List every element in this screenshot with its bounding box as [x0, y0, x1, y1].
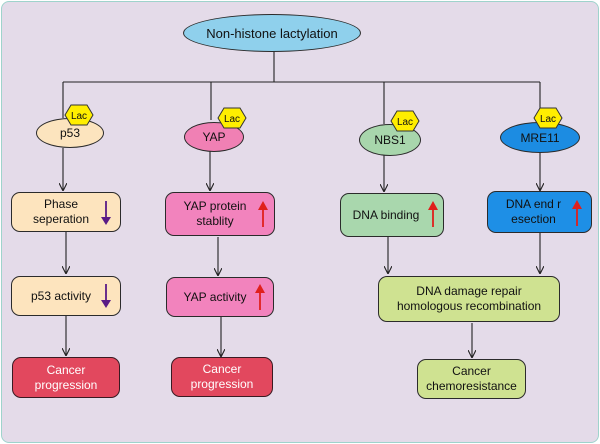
decrease-arrow-icon — [101, 201, 111, 225]
box-yap-stability-line2: stablity — [196, 214, 234, 228]
box-dna-end-resection-line2: esection — [511, 212, 556, 226]
box-cancer-progression-p53-line2: progression — [34, 377, 98, 392]
increase-arrow-icon — [572, 200, 582, 226]
box-dna-end-resection: DNA end r esection — [487, 191, 592, 233]
box-dna-binding: DNA binding — [340, 193, 444, 237]
increase-arrow-icon — [428, 201, 438, 227]
box-dna-damage-repair-line2: homologous recombination — [396, 299, 542, 313]
box-yap-stability: YAP protein stablity — [165, 192, 275, 236]
lac-badge-mre11-label: Lac — [540, 114, 556, 125]
box-cancer-progression-yap: Cancer progression — [171, 357, 273, 397]
box-cancer-chemoresistance-line2: chemoresistance — [426, 379, 517, 393]
protein-label-p53: p53 — [59, 126, 81, 140]
box-cancer-chemoresistance-line1: Cancer — [452, 364, 491, 378]
box-dna-damage-repair: DNA damage repair homologous recombinati… — [378, 276, 560, 322]
box-cancer-progression-p53: Cancer progression — [12, 357, 120, 398]
increase-arrow-icon — [258, 201, 268, 227]
lac-badge-yap-label: Lac — [224, 114, 240, 125]
box-dna-binding-line1: DNA binding — [352, 207, 420, 222]
box-phase-separation-line2: seperation — [32, 212, 90, 226]
box-cancer-progression-yap-line1: Cancer — [202, 362, 242, 376]
box-yap-stability-line1: YAP protein — [183, 199, 247, 213]
decrease-arrow-icon — [101, 284, 111, 308]
protein-node-mre11: MRE11 — [500, 122, 580, 153]
lac-badge-mre11: Lac — [533, 107, 563, 129]
protein-label-nbs1: NBS1 — [374, 133, 406, 147]
box-yap-activity: YAP activity — [166, 277, 274, 317]
lac-badge-nbs1-label: Lac — [397, 117, 413, 128]
box-cancer-progression-yap-line2: progression — [190, 377, 254, 391]
box-phase-separation-line1: Phase — [43, 197, 78, 211]
lac-badge-nbs1: Lac — [390, 110, 420, 132]
box-dna-damage-repair-line1: DNA damage repair — [416, 284, 522, 298]
protein-label-yap: YAP — [202, 130, 226, 144]
box-dna-end-resection-line1: DNA end r — [505, 197, 562, 211]
root-node: Non-histone lactylation — [183, 14, 361, 52]
lac-badge-p53: Lac — [64, 104, 94, 126]
box-p53-activity: p53 activity — [11, 276, 121, 316]
lac-badge-yap: Lac — [217, 107, 247, 129]
box-yap-activity-line1: YAP activity — [183, 289, 247, 304]
protein-label-mre11: MRE11 — [520, 130, 560, 145]
box-cancer-chemoresistance: Cancer chemoresistance — [417, 359, 526, 399]
root-node-label: Non-histone lactylation — [206, 25, 338, 41]
box-phase-separation: Phase seperation — [11, 192, 121, 232]
increase-arrow-icon — [255, 284, 265, 310]
lac-badge-p53-label: Lac — [71, 111, 87, 122]
box-cancer-progression-p53-line1: Cancer — [46, 362, 86, 377]
box-p53-activity-line1: p53 activity — [30, 288, 92, 303]
